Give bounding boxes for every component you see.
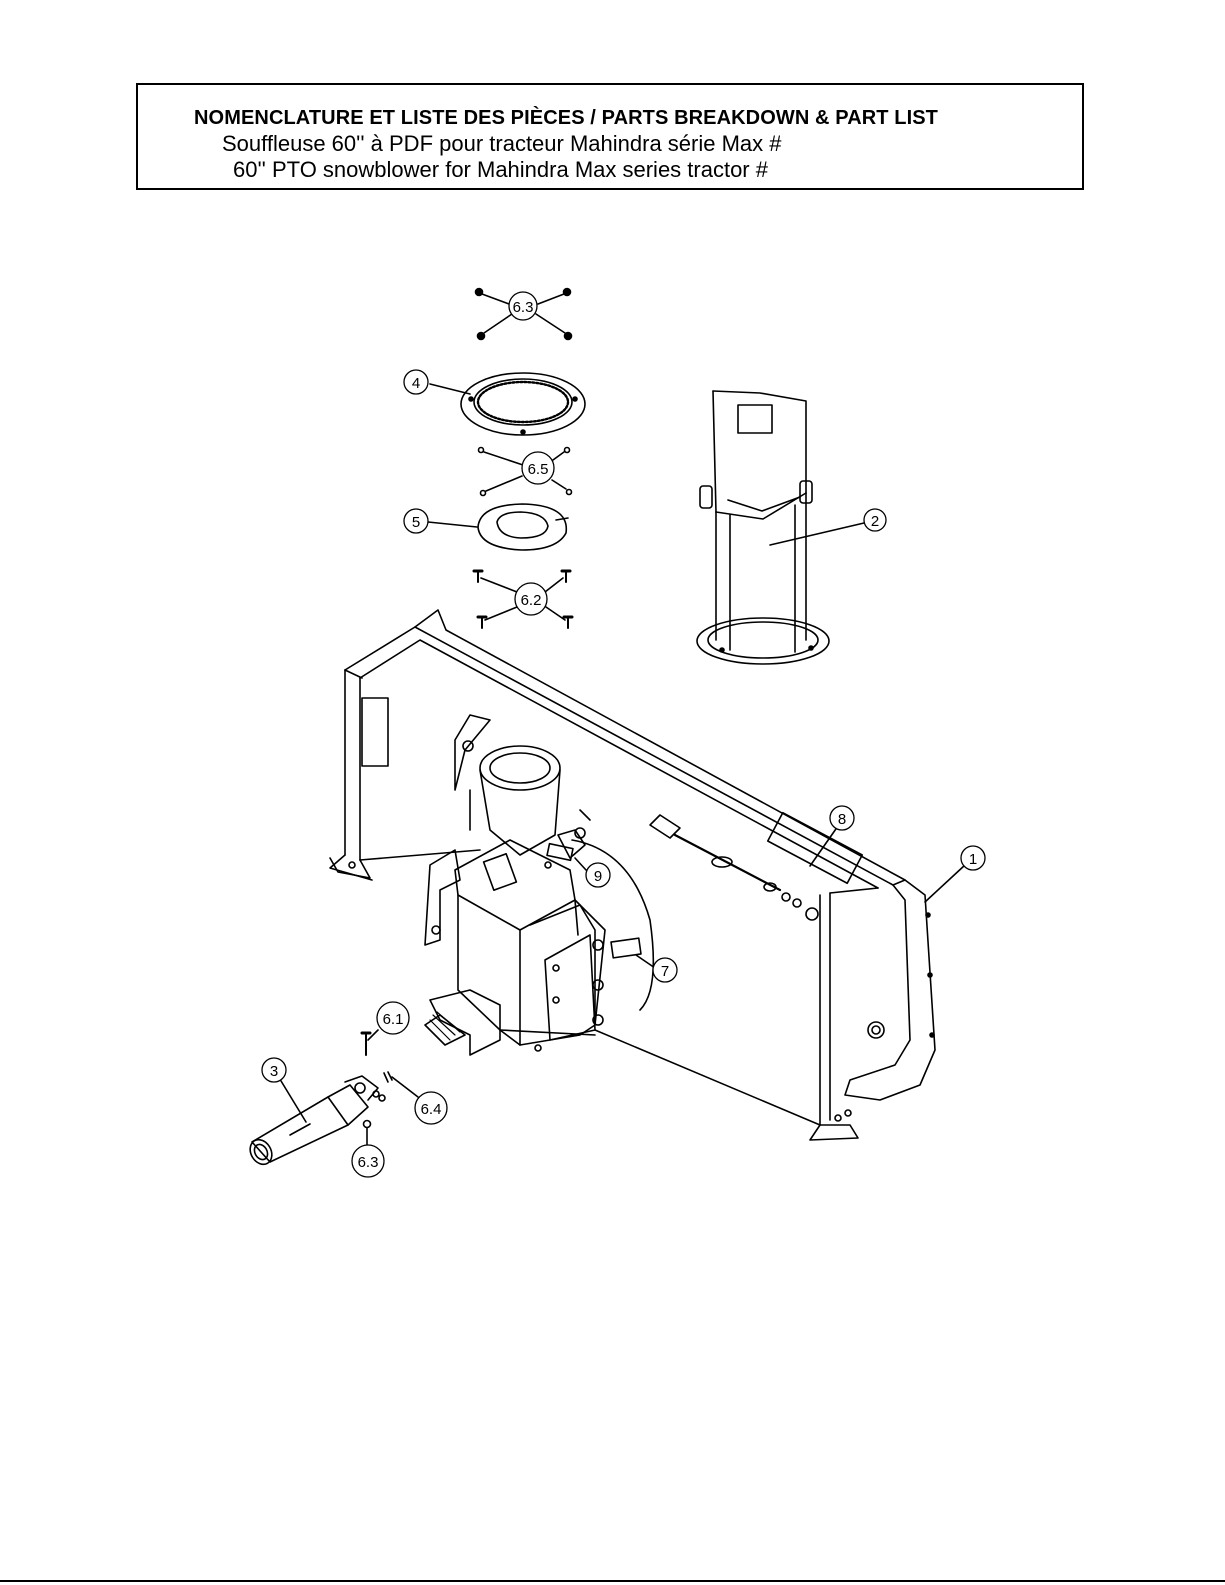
leader-5 bbox=[428, 522, 477, 527]
callout-6-2: 6.2 bbox=[515, 583, 547, 615]
svg-text:7: 7 bbox=[661, 963, 669, 980]
callout-9: 9 bbox=[586, 863, 610, 887]
callout-6-5: 6.5 bbox=[522, 452, 554, 484]
svg-text:4: 4 bbox=[412, 375, 420, 392]
part-6-3-nut-bottom bbox=[364, 1121, 371, 1128]
callout-3: 3 bbox=[262, 1058, 286, 1082]
svg-text:5: 5 bbox=[412, 514, 420, 531]
svg-text:6.1: 6.1 bbox=[383, 1011, 404, 1028]
leader-8 bbox=[810, 826, 838, 866]
svg-text:6.3: 6.3 bbox=[358, 1154, 379, 1171]
part-1-housing bbox=[330, 610, 935, 1140]
svg-text:6.4: 6.4 bbox=[421, 1101, 442, 1118]
svg-text:1: 1 bbox=[969, 851, 977, 868]
svg-text:9: 9 bbox=[594, 868, 602, 885]
part-2-discharge-chute bbox=[697, 391, 829, 664]
svg-text:6.3: 6.3 bbox=[513, 299, 534, 316]
part-6-1-bolt bbox=[362, 1033, 370, 1055]
leader-6-4 bbox=[392, 1077, 418, 1097]
bottom-rule bbox=[0, 1580, 1225, 1582]
leader-7 bbox=[636, 955, 655, 968]
svg-text:6.2: 6.2 bbox=[521, 592, 542, 609]
callout-4: 4 bbox=[404, 370, 428, 394]
leader-1 bbox=[925, 865, 965, 902]
part-6-4-pin bbox=[384, 1072, 392, 1082]
svg-text:2: 2 bbox=[871, 513, 879, 530]
callout-6-3-top: 6.3 bbox=[509, 292, 537, 320]
callout-8: 8 bbox=[830, 806, 854, 830]
part-4-gear-ring bbox=[461, 373, 585, 435]
leader-2 bbox=[770, 523, 864, 545]
callout-7: 7 bbox=[653, 958, 677, 982]
leader-3 bbox=[278, 1076, 306, 1122]
leader-4 bbox=[430, 384, 470, 394]
callout-6-4: 6.4 bbox=[415, 1092, 447, 1124]
callout-6-1: 6.1 bbox=[377, 1002, 409, 1034]
callout-2: 2 bbox=[864, 509, 886, 531]
leader-9 bbox=[575, 858, 586, 870]
svg-text:6.5: 6.5 bbox=[528, 461, 549, 478]
callout-5: 5 bbox=[404, 509, 428, 533]
callout-6-3-bottom: 6.3 bbox=[352, 1145, 384, 1177]
svg-text:3: 3 bbox=[270, 1063, 278, 1080]
callout-1: 1 bbox=[961, 846, 985, 870]
svg-text:8: 8 bbox=[838, 811, 846, 828]
part-5-plate bbox=[478, 504, 568, 550]
